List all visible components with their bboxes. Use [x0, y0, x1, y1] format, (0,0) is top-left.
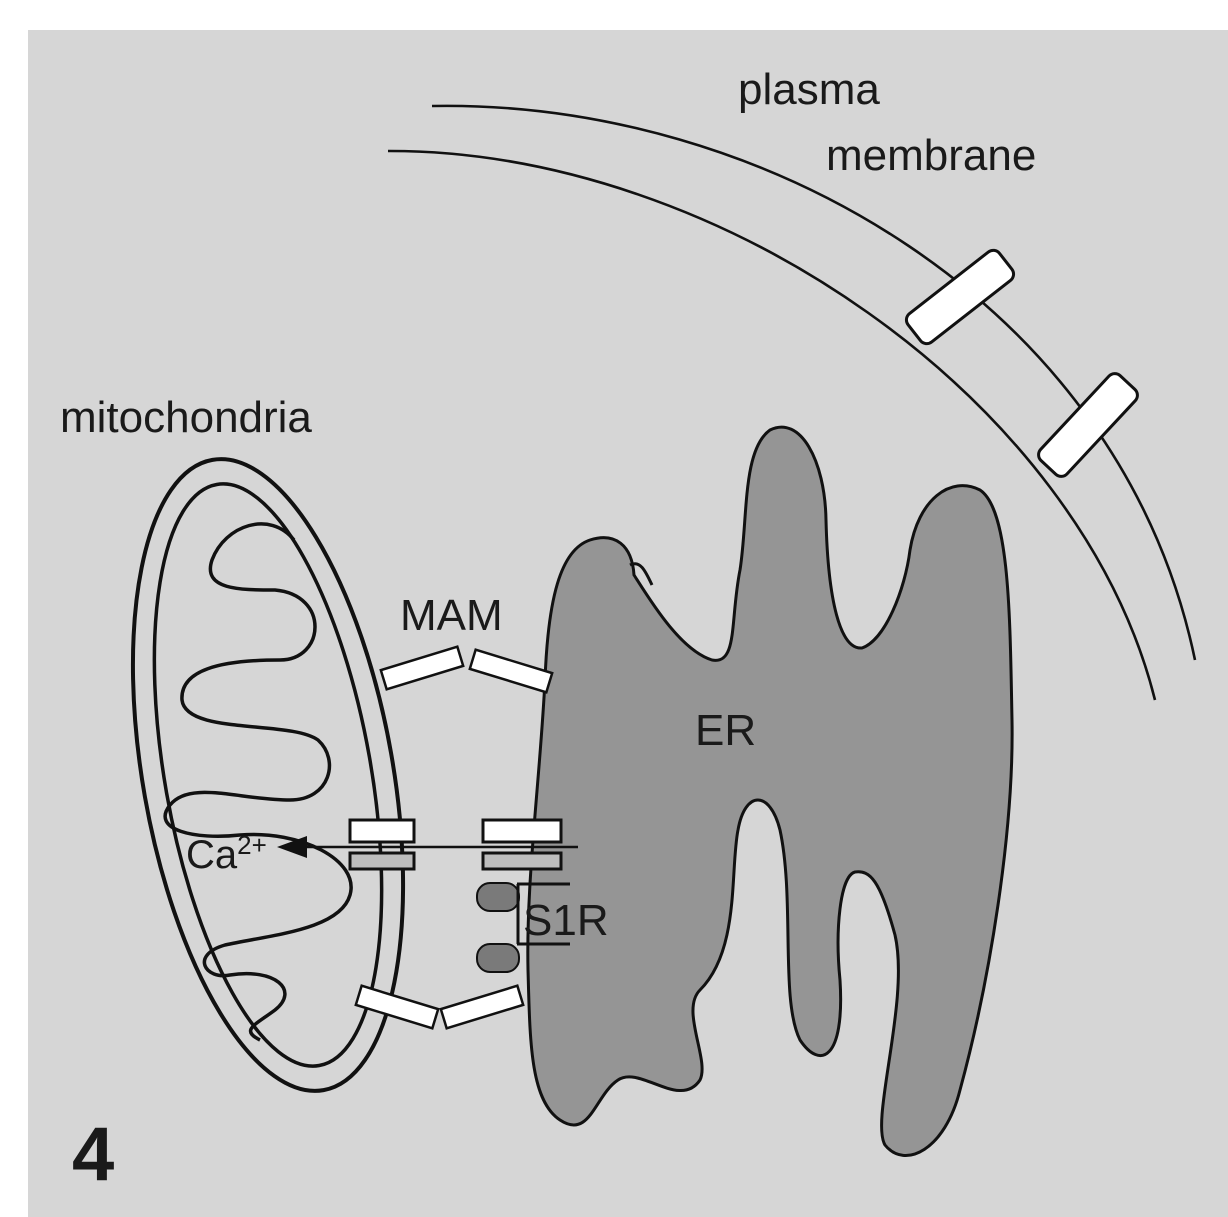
label-mam: MAM [400, 591, 503, 640]
label-ca-superscript: 2+ [237, 830, 267, 860]
label-membrane: membrane [826, 131, 1036, 180]
label-er: ER [695, 706, 756, 755]
panel-number: 4 [72, 1112, 114, 1197]
label-mitochondria: mitochondria [60, 393, 312, 442]
label-s1r: S1R [523, 896, 609, 945]
label-plasma: plasma [738, 65, 880, 114]
label-ca-base: Ca [186, 833, 238, 877]
